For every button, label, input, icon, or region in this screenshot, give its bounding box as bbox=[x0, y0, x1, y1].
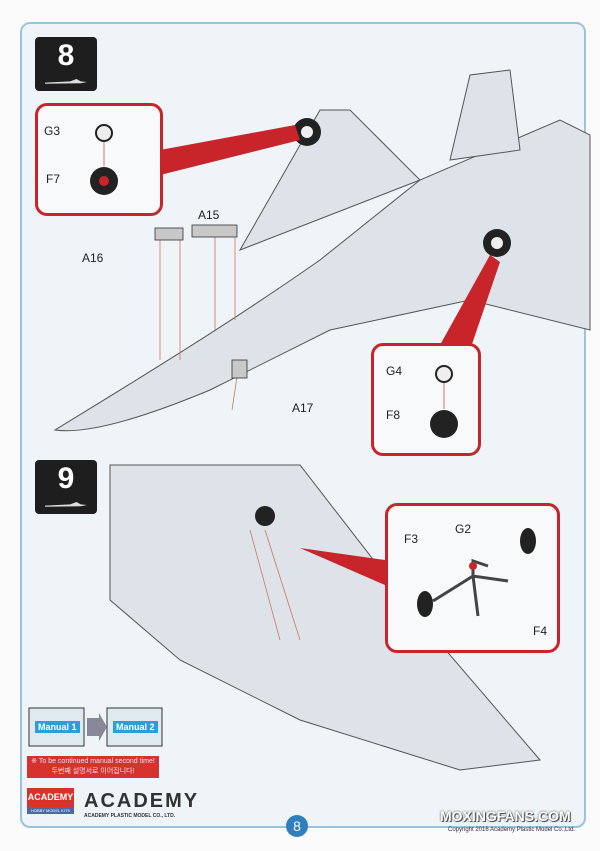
part-label: A16 bbox=[82, 251, 104, 265]
step-8-badge: 8 bbox=[35, 37, 97, 91]
part-label: F4 bbox=[533, 624, 548, 638]
part-label: G4 bbox=[386, 364, 403, 378]
jet-icon bbox=[45, 79, 87, 84]
callout-wheel-2: G4 F8 bbox=[371, 343, 481, 456]
part-label: F3 bbox=[404, 532, 419, 546]
part-label: F7 bbox=[46, 172, 61, 186]
step-9-badge: 9 bbox=[35, 460, 97, 514]
note-english: ※ To be continued manual second time! bbox=[31, 758, 155, 765]
part-label: A17 bbox=[292, 401, 314, 415]
page-number: 8 bbox=[286, 815, 308, 837]
part-a16 bbox=[154, 227, 184, 241]
manual-1-label: Manual 1 bbox=[35, 721, 80, 733]
part-label: G2 bbox=[455, 522, 472, 536]
step-number: 8 bbox=[57, 39, 75, 72]
tail-step8 bbox=[449, 69, 521, 161]
callout-nose-gear: F3 G2 F4 bbox=[385, 503, 560, 653]
fuselage-step9 bbox=[109, 464, 541, 771]
wordmark-text: ACADEMY bbox=[84, 790, 200, 812]
part-label: A15 bbox=[198, 208, 220, 222]
step-number: 9 bbox=[57, 462, 75, 495]
wing-step8 bbox=[238, 109, 421, 251]
wheel-icon bbox=[255, 506, 275, 526]
callout-pointers bbox=[160, 125, 500, 585]
logo-subtext: HOBBY MODEL KITS bbox=[27, 807, 74, 814]
callout-main-wheel: G3 F7 bbox=[35, 103, 163, 216]
part-a15 bbox=[191, 224, 238, 238]
logo-text: ACADEMY bbox=[27, 788, 74, 807]
copyright: Copyright 2016 Academy Plastic Model Co.… bbox=[448, 827, 576, 833]
manual-2-label: Manual 2 bbox=[113, 721, 158, 733]
part-label: F8 bbox=[386, 408, 401, 422]
wheels bbox=[255, 118, 511, 526]
watermark: MOXINGFANS.COM bbox=[440, 808, 571, 824]
continuation-note: ※ To be continued manual second time! 두번째… bbox=[27, 756, 159, 778]
jet-icon bbox=[45, 502, 87, 507]
part-a17 bbox=[231, 359, 248, 379]
company-name: ACADEMY PLASTIC MODEL CO., LTD. bbox=[84, 813, 176, 819]
part-label: G3 bbox=[44, 124, 61, 138]
note-korean: 두번째 설명서로 이어집니다! bbox=[51, 768, 135, 775]
